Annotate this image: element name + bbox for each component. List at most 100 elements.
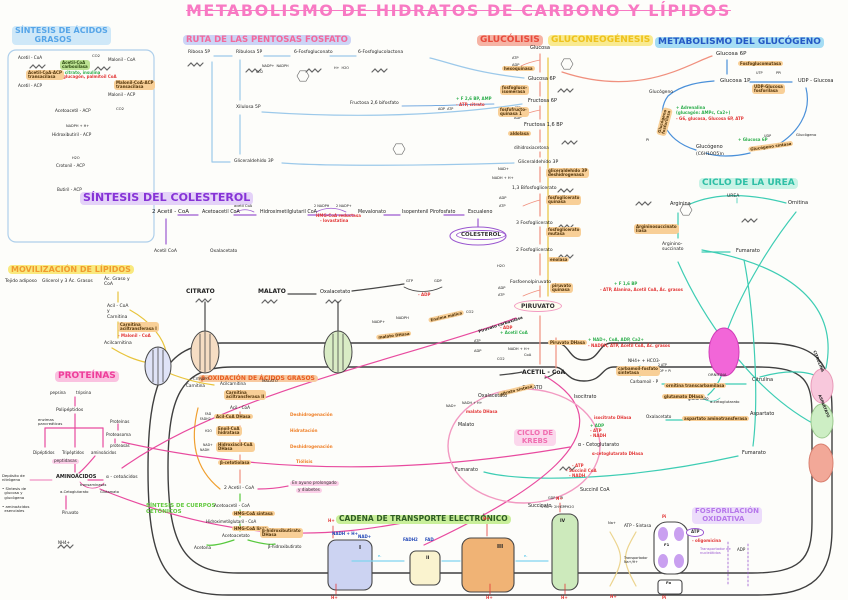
krebs-cycle-20: NAD+ [446,404,457,408]
glycogen-metabolism-17: UDP [764,134,772,138]
glycolysis-16: NAD+ [498,167,509,171]
aspartate-transporter [810,403,834,439]
cholesterol-synthesis-1: Acetoacetil CoA [202,210,240,215]
proteins-14: α-Cetoglutarato [60,490,89,494]
krebs-cycle-13: Succinil CoA [580,488,610,493]
protein-arrows [29,396,119,510]
cholesterol-synthesis-12: Acetil CoA [154,249,177,254]
krebs-cycle-16: Succinato [528,504,552,509]
beta-oxidation-ketones-20: Hidroximetilglutaril - CoA [206,519,257,524]
proteins-15: Glutamato [100,490,119,494]
membrane-transporters [144,327,834,483]
beta-oxidation-ketones-0: Carnitina [186,383,205,388]
fatty-acid-synthesis-6: Acetil-CoA-ACP transacilasa [26,69,64,80]
malate-transporter-label: MALATO [262,378,278,383]
fatty-acid-synthesis-2: Malonil - CoA [108,57,136,62]
pyruvate-region-11: Enzima málica [428,310,465,324]
oxphos-header: FOSFORILACIÓN OXIDATIVA [692,507,762,524]
proteins-10: proteasas [110,443,130,448]
glycogen-metabolism-4: PPi [776,71,781,75]
etc-oxphos-16: e- [524,554,528,558]
beta-oxidation-ketones-15: β-cetotiolasa [218,459,252,466]
pentose-phosphate-5: CO2 [256,70,264,74]
proteins-16: Depósito de nitrógeno [2,473,25,483]
pyruvate-region-15: malato DHasa [376,330,412,341]
fatty-acid-synthesis-10: CO2 [116,106,125,111]
proteins-7: peptidasas [52,458,79,464]
ornithine-transporter-label: ORNITINA [708,372,727,377]
gluconeogenesis-header: GLUCONEOGÉNESIS [548,35,654,46]
cholesterol-synthesis-3: Hidroximetilglutaril CoA [260,210,317,215]
krebs-cycle-3: Isocitrato [574,395,597,400]
complex-iv-label: IV [560,519,566,524]
ornithine-transporter [708,327,740,377]
proteins-6: aminoácidos [91,450,117,455]
pentose-phosphate-3: 6-Fosfoglucolactona [358,50,404,55]
proteins-2: Polipéptidos [56,408,84,413]
etc-complexes [327,513,689,595]
cytosol-shuttles-5: - ADP [418,292,431,297]
glycogen-metabolism-12: Pi [646,137,650,142]
na-h-transporter [609,531,622,587]
cholesterol-synthesis-5: 2 NADP+ [336,204,352,208]
etc-oxphos-19: H+ [610,594,617,599]
complex-i-label: I [359,545,362,551]
etc-oxphos-28: ADP [737,547,746,552]
glycolysis-32: + F 1,6 BP [614,281,638,286]
cholesterol-synthesis-0: 2 Acetil - CoA [152,209,189,215]
krebs-cycle-17: Fumarato [455,468,478,473]
etc-oxphos-13: H+ [486,595,493,600]
glycolysis-5: fosfogluco- isomerasa [500,84,530,95]
glycogen-metabolism-10: (glucagón: AMPc, Ca2+) [676,110,731,115]
pentose-phosphate-2: 6-Fosfogluconato [294,50,333,55]
urea-cycle-matrix-13: Aspartato [750,411,775,417]
pentose-phosphate-7: Xilulosa 5P [236,105,261,110]
pentose-phosphate-1: Ribulosa 5P [236,50,263,55]
beta-oxidation-ketones-13: Hidroxiacil-CoA DHasa [216,441,255,452]
glycogen-metabolism-8: Glucógeno fosforilasa [656,107,673,137]
urea-cycle-matrix-4: Carbamoil - P [630,379,659,384]
etc-header: CADENA DE TRANSPORTE ELECTRÓNICO [336,514,511,524]
etc-oxphos-0: NADH + H+ [332,531,358,536]
glycolysis-21: ATP [499,204,506,208]
glycogen-metabolism-9: + Adrenalina [676,105,706,110]
krebs-cycle-4: isocitrato DHasa [594,415,632,420]
colesterol-node: COLESTEROL [456,230,506,241]
glycolysis-13: aldolasa [508,130,531,137]
krebs-header: CICLO DE KREBS [514,429,557,446]
krebs-cycle-19: malato DHasa [466,409,498,414]
fatty-acid-synthesis-0: Acetil - CoA [18,55,43,60]
cytosol-shuttles-0: CITRATO [186,288,215,295]
glycolysis-18: gliceraldehído 3P deshidrogenasa [546,167,590,178]
complex-iii-label: III [497,544,504,550]
glycolysis-11: - ATP, citrato [456,102,485,107]
pyruvate-region-5: CO2 [497,357,505,361]
glycolysis-28: Fosfoenolpiruvato [510,280,552,285]
beta-oxidation-ketones-4: FAD [205,412,212,416]
proteins-11: AMINOÁCIDOS [56,474,97,480]
poster-title: METABOLISMO DE HIDRATOS DE CARBONO Y LÍP… [186,1,731,20]
beta-oxidation-ketones-14: Deshidrogenación [290,444,333,449]
urea-cycle-matrix-5: ornitina transcarbamilasa [664,382,727,389]
pyruvate-region-12: CO2 [466,310,474,314]
proteins-5: Tripéptidos [62,450,84,455]
fatty-acid-synthesis-11: Acetoacetil - ACP [55,108,91,113]
etc-oxphos-8: ½ O2 + 2H+ → H2O [540,505,575,509]
lipid-mobilization-6: Acilcarnitina [104,341,132,346]
urea-cycle-cytosol-2: Ornitina [788,200,809,206]
fatty-acid-box [7,49,155,243]
etc-oxphos-14: H+ [561,595,568,600]
piruvato-node: PIRUVATO [514,300,562,313]
lipid-mobilization-5: - Malonil - CoA [118,333,151,338]
protein-header: PROTEÍNAS [55,371,119,382]
pentose-phosphate-10: Gliceraldehído 3P [234,159,274,164]
urea-cycle-matrix-11: Oxalacetato [646,414,672,419]
lipid-header: MOVILIZACIÓN DE LÍPIDOS [8,265,134,275]
pyruvate-region-14: NADPH [396,316,409,320]
beta-oxidation-ketones-10: Hidratación [290,428,318,433]
etc-oxphos-23: Pi [662,514,667,519]
glycolysis-3: hexoquinasa [502,65,535,72]
krebs-cycle-21: NADH + H+ [462,401,483,405]
urea-cycle-matrix-1: 2 ATP [658,363,667,367]
